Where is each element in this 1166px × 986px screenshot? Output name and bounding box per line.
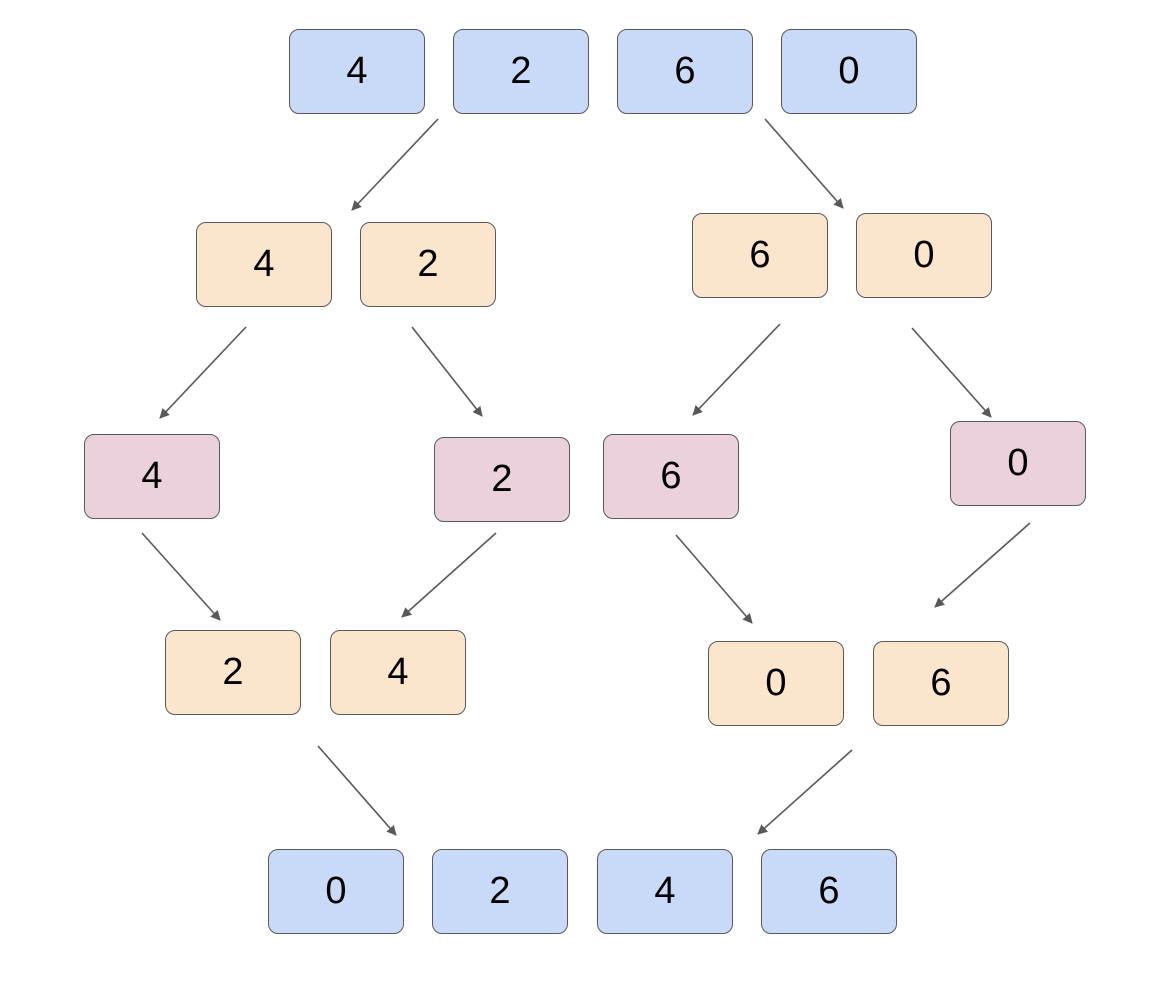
single-box-4: 0 [950, 421, 1086, 506]
arrow-split-4-to-single-4 [159, 326, 247, 419]
arrow-single-4-to-merge-left [141, 532, 221, 621]
merged-left-box-2: 4 [330, 630, 466, 715]
merged-right-box-1: 0 [708, 641, 844, 726]
split-right-box-1: 6 [692, 213, 828, 298]
arrow-split-6-to-single-6 [692, 323, 781, 416]
merged-right-box-2: 6 [873, 641, 1009, 726]
output-box-1: 0 [268, 849, 404, 934]
single-box-1: 4 [84, 434, 220, 519]
output-box-2: 2 [432, 849, 568, 934]
input-box-1: 4 [289, 29, 425, 114]
arrow-merge-left-to-output [317, 745, 397, 836]
arrow-merge-right-to-output [757, 749, 853, 835]
arrow-single-0-to-merge-right [934, 522, 1031, 608]
input-box-2: 2 [453, 29, 589, 114]
arrow-split-2-to-single-2 [411, 326, 483, 417]
output-box-4: 6 [761, 849, 897, 934]
arrow-input-to-split-left [351, 118, 439, 211]
arrow-single-2-to-merge-left [401, 532, 497, 618]
merged-left-box-1: 2 [165, 630, 301, 715]
split-right-box-2: 0 [856, 213, 992, 298]
arrow-input-to-split-right [764, 118, 844, 209]
output-box-3: 4 [597, 849, 733, 934]
input-box-4: 0 [781, 29, 917, 114]
split-left-box-2: 2 [360, 222, 496, 307]
single-box-2: 2 [434, 437, 570, 522]
single-box-3: 6 [603, 434, 739, 519]
arrow-single-6-to-merge-right [675, 534, 753, 624]
split-left-box-1: 4 [196, 222, 332, 307]
arrow-split-0-to-single-0 [911, 327, 992, 418]
input-box-3: 6 [617, 29, 753, 114]
